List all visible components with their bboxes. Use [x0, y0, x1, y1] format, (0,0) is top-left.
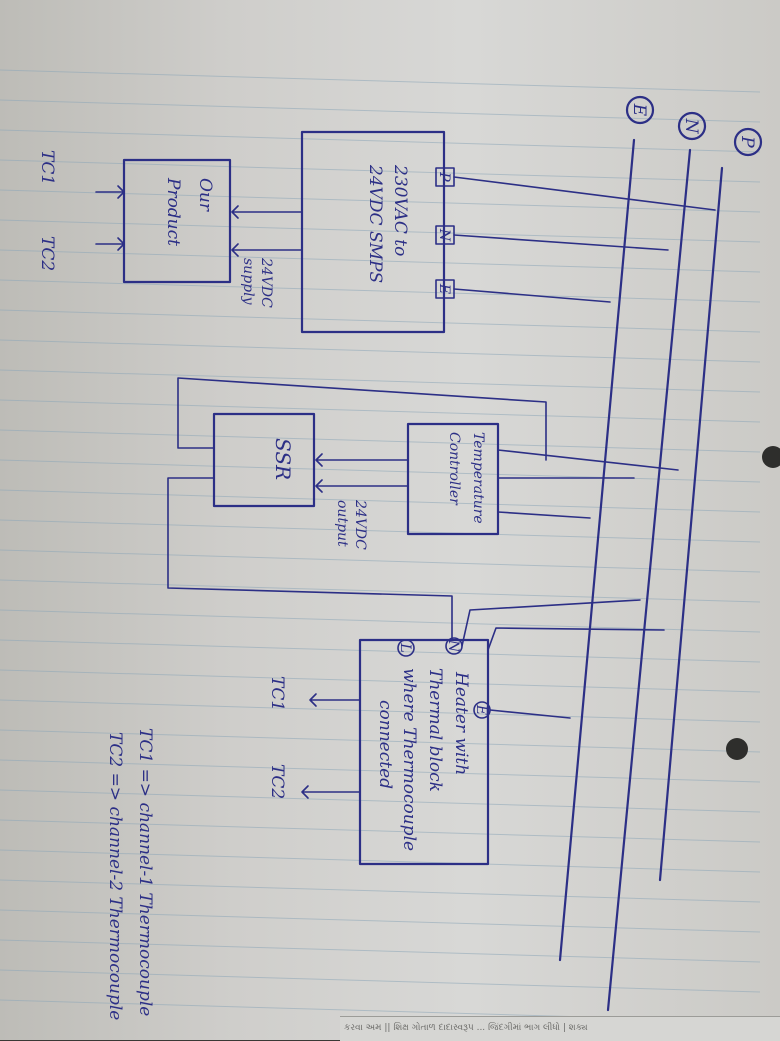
- n-bus-wire: [606, 148, 692, 1012]
- controller-label-line2: Controller: [446, 432, 462, 506]
- ruled-lines: [0, 69, 761, 1023]
- svg-text:L: L: [397, 642, 413, 652]
- heater-label-line4: connected: [375, 700, 395, 789]
- product-tc1-arrow: [95, 185, 125, 199]
- smps-box: [300, 130, 446, 334]
- heater-tc1-label: TC1: [267, 676, 287, 711]
- svg-text:N: N: [436, 228, 452, 242]
- svg-text:E: E: [473, 704, 489, 715]
- output-label-line2: output: [334, 500, 350, 547]
- terminal-n: N: [677, 111, 707, 141]
- smps-p-wire: [453, 176, 716, 211]
- product-label-line1: Our: [195, 178, 215, 212]
- heater-tc2-label: TC2: [267, 764, 287, 799]
- controller-label-line1: Temperature: [470, 432, 486, 524]
- p-bus-wire: [658, 166, 724, 882]
- smps-n-wire: [453, 234, 669, 251]
- heater-label-line2: Thermal block: [425, 668, 445, 792]
- svg-text:P: P: [436, 171, 452, 182]
- terminal-e: E: [625, 95, 655, 125]
- heater-box: [358, 638, 490, 866]
- heater-terminal-n: N: [445, 637, 463, 655]
- bus-wires: [558, 138, 724, 1012]
- punch-hole-bottom: [726, 738, 748, 760]
- product-tc2-arrow: [95, 237, 125, 251]
- svg-text:P: P: [737, 135, 757, 148]
- supply-label-line1: 24VDC: [258, 257, 274, 308]
- controller-p-wire: [497, 449, 679, 471]
- product-label-line2: Product: [163, 177, 183, 246]
- legend-line2: TC2 => channel-2 Thermocouple: [105, 732, 125, 1020]
- smps-label-line1: 230VAC to: [390, 164, 410, 256]
- product-box: [122, 158, 232, 284]
- svg-text:E: E: [629, 103, 649, 117]
- terminal-p: P: [733, 127, 763, 157]
- footer-strip: કરવા અમ || શિક્ષ ગોતાળ દાદાસ્વરૂપ ... જિ…: [340, 1016, 780, 1041]
- ssr-box: [212, 412, 316, 508]
- ssr-heater-wire: [167, 477, 453, 641]
- heater-terminal-e: E: [473, 701, 491, 719]
- smps-label-line2: 24VDC SMPS: [365, 164, 385, 283]
- output-wire-1: [315, 453, 409, 467]
- punch-hole-top: [762, 446, 780, 468]
- controller-e-wire: [497, 511, 591, 519]
- heater-p-wire: [487, 627, 665, 651]
- svg-text:N: N: [681, 118, 701, 135]
- smps-e-wire: [453, 288, 611, 303]
- product-tc2-label: TC2: [37, 236, 57, 271]
- heater-terminal-l: L: [397, 639, 415, 657]
- heater-tc1-arrow: [309, 693, 361, 707]
- e-bus-wire: [558, 138, 636, 962]
- svg-text:E: E: [436, 283, 452, 294]
- supply-wire-1: [231, 205, 303, 219]
- output-wire-2: [315, 479, 409, 493]
- heater-label-line3: where Thermocouple: [399, 668, 419, 851]
- ssr-label: SSR: [271, 438, 295, 480]
- heater-label-line1: Heater with: [451, 671, 471, 775]
- svg-text:N: N: [445, 639, 461, 653]
- heater-tc2-arrow: [301, 785, 361, 799]
- supply-label-line2: supply: [240, 258, 256, 306]
- controller-box: [406, 422, 500, 536]
- product-tc1-label: TC1: [37, 150, 57, 185]
- heater-e-wire: [489, 709, 571, 719]
- legend-line1: TC1 => channel-1 Thermocouple: [135, 728, 155, 1016]
- supply-wire-2: [231, 243, 303, 257]
- heater-n-wire: [461, 599, 641, 647]
- ssr-loop-wire: [177, 377, 547, 461]
- output-label-line1: 24VDC: [352, 499, 368, 550]
